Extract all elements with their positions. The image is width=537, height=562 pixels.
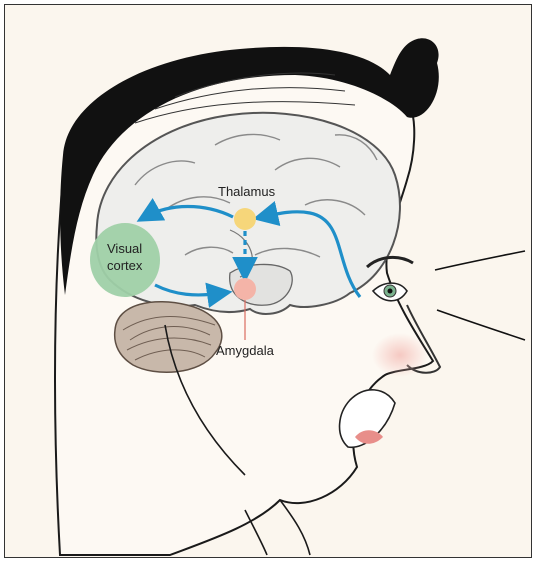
- amygdala-node: [234, 278, 256, 300]
- head-illustration: [5, 5, 532, 558]
- cheek-blush: [372, 333, 428, 377]
- cerebellum: [115, 302, 222, 373]
- amygdala-label: Amygdala: [216, 344, 274, 358]
- motion-lines: [435, 251, 525, 340]
- thalamus-node: [234, 208, 256, 230]
- visual-cortex-label-line2: cortex: [107, 259, 142, 273]
- visual-cortex-label-line1: Visual: [107, 242, 142, 256]
- thalamus-label: Thalamus: [218, 185, 275, 199]
- illustration-frame: Thalamus Visual cortex Amygdala: [4, 4, 532, 558]
